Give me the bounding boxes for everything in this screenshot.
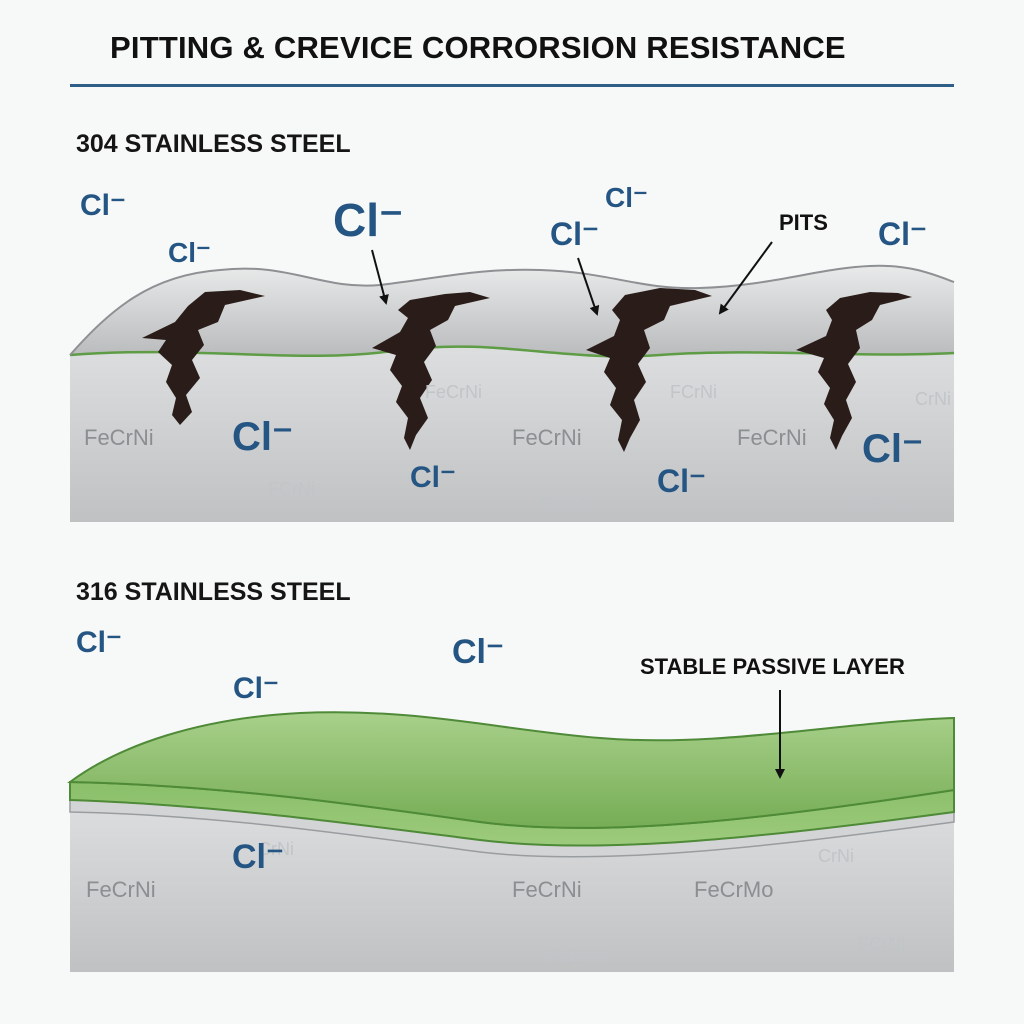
- pit: [372, 292, 490, 450]
- faint-alloy-label: FeCrNi: [425, 382, 482, 402]
- faint-alloy-label: CrNi: [818, 846, 854, 866]
- steel-top-edge: [69, 264, 955, 356]
- alloy-label: FeCrNi: [737, 425, 807, 450]
- chloride-ion: Cl⁻: [410, 461, 456, 494]
- faint-alloy-label: FCrNi: [670, 382, 717, 402]
- chloride-ion: Cl⁻: [168, 237, 211, 268]
- faint-alloy-label: CrNi: [258, 839, 294, 859]
- chloride-ion: Cl⁻: [333, 194, 403, 246]
- alloy-label: FeCrNi: [84, 425, 154, 450]
- chloride-ion: Cl⁻: [657, 463, 706, 499]
- steel-top-surface: [70, 265, 954, 357]
- alloy-label: FeCrMo: [694, 877, 773, 902]
- faint-alloy-label: FeCrNi: [548, 946, 605, 966]
- alloy-label: FeCrNi: [512, 877, 582, 902]
- arrow: [577, 257, 600, 316]
- faint-alloy-label: CrNi: [915, 389, 951, 409]
- chloride-ion: Cl⁻: [452, 633, 504, 671]
- pit: [142, 290, 265, 425]
- alloy-label: FeCrNi: [512, 425, 582, 450]
- title-rule: [70, 84, 954, 87]
- faint-alloy-label: FeCrNi: [850, 494, 907, 514]
- chloride-ion: Cl⁻: [550, 216, 599, 252]
- alloy-labels-316: FeCrNi FeCrNi FeCrMo: [86, 877, 773, 902]
- chloride-ion: Cl⁻: [76, 626, 122, 659]
- faint-alloy-label: FCrNi: [858, 934, 905, 954]
- faint-alloy-label: FeCrNi: [540, 494, 597, 514]
- pits-callout: PITS: [779, 210, 828, 235]
- panel-316-steel: [67, 711, 955, 972]
- chloride-ion: Cl⁻: [232, 838, 284, 876]
- faint-alloy-label: FCrNi: [268, 479, 315, 499]
- faint-alloy-labels-316: CrNi FeCrNi CrNi FCrNi: [258, 839, 905, 966]
- alloy-labels-304: FeCrNi FeCrNi FeCrNi: [84, 425, 807, 450]
- chloride-ion: Cl⁻: [233, 672, 279, 705]
- page-title: PITTING & CREVICE CORRORSION RESISTANCE: [110, 30, 846, 65]
- pit-arrows: [371, 241, 773, 316]
- chloride-ion: Cl⁻: [80, 189, 126, 222]
- pit: [796, 292, 912, 450]
- faint-alloy-labels: FCrNi FeCrNi FCrNi FeCrNi CrNi FeCrNi: [268, 382, 951, 514]
- arrow: [718, 241, 773, 315]
- chloride-ion: Cl⁻: [878, 216, 927, 252]
- chloride-ions-304: Cl⁻ Cl⁻ Cl⁻ Cl⁻ Cl⁻ Cl⁻ Cl⁻ Cl⁻ Cl⁻ Cl⁻: [80, 182, 927, 499]
- chloride-ion: Cl⁻: [605, 182, 648, 213]
- panel-316-label: 316 STAINLESS STEEL: [76, 578, 351, 606]
- arrow: [371, 249, 389, 305]
- alloy-label: FeCrNi: [86, 877, 156, 902]
- chloride-ions-316: Cl⁻ Cl⁻ Cl⁻ Cl⁻: [76, 626, 504, 876]
- passive-layer-top: [67, 711, 955, 829]
- passive-layer-callout: STABLE PASSIVE LAYER: [640, 654, 905, 679]
- panel-304-steel: [69, 264, 955, 522]
- chloride-ion: Cl⁻: [232, 415, 293, 459]
- chloride-ion: Cl⁻: [862, 427, 923, 471]
- panel-304-label: 304 STAINLESS STEEL: [76, 130, 351, 158]
- pits: [142, 288, 912, 452]
- pit: [586, 288, 712, 452]
- steel-body: [70, 346, 954, 522]
